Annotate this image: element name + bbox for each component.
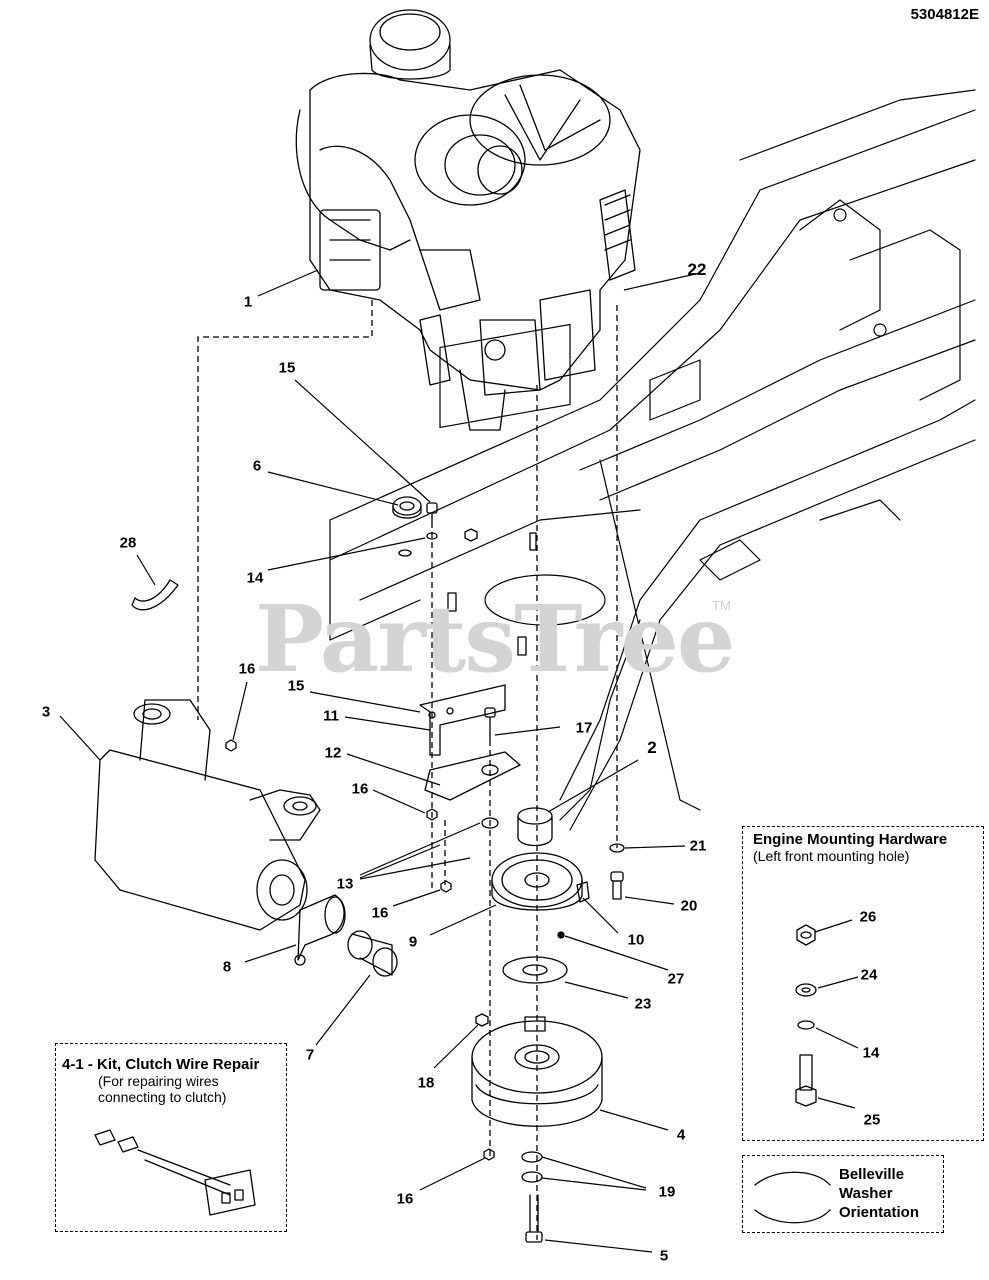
part-7-pipe <box>347 930 398 977</box>
callout-16-c[interactable]: 16 <box>371 904 389 922</box>
clutch-kit-line-1: (For repairing wires <box>98 1073 219 1089</box>
clutch-kit-line-2: connecting to clutch) <box>98 1089 227 1105</box>
belleville-washer-box: Belleville Washer Orientation <box>742 1155 944 1233</box>
part-8-clamp <box>294 894 346 966</box>
part-21-washer <box>609 843 625 853</box>
engine-hardware-subtitle: (Left front mounting hole) <box>753 848 910 864</box>
belleville-line-2: Washer <box>839 1185 893 1202</box>
part-16-nut-d <box>483 1148 495 1161</box>
callout-8[interactable]: 8 <box>222 958 232 976</box>
part-16-nut-b <box>426 808 438 821</box>
callout-12[interactable]: 12 <box>324 744 342 762</box>
clutch-wire-kit-drawing <box>94 1129 256 1216</box>
part-12-plate <box>424 751 521 801</box>
clutch-wire-repair-kit-box: 4-1 - Kit, Clutch Wire Repair (For repai… <box>55 1043 287 1232</box>
part-9-pulley <box>491 852 583 911</box>
callout-25[interactable]: 25 <box>863 1111 881 1129</box>
part-3-muffler <box>94 699 321 931</box>
stud-1 <box>447 592 457 612</box>
dashed-guide-lines <box>197 300 618 1240</box>
part-16-nut-c <box>440 880 452 893</box>
part-19-washer-b <box>521 1171 543 1183</box>
part-27-ball <box>557 931 565 939</box>
callout-22[interactable]: 22 <box>687 260 707 279</box>
belleville-line-1: Belleville <box>839 1166 905 1183</box>
frame-hole <box>398 549 412 557</box>
callout-17[interactable]: 17 <box>575 719 593 737</box>
watermark: PartsTree <box>255 585 735 693</box>
belleville-washer-bottom <box>754 1209 831 1224</box>
part-26-nut <box>796 924 816 946</box>
callout-13[interactable]: 13 <box>336 875 354 893</box>
diagram-code: 5304812E <box>910 6 979 23</box>
part-15-bolt-top <box>426 502 438 523</box>
part-20-pin <box>610 871 624 900</box>
callout-14-box[interactable]: 14 <box>862 1044 880 1062</box>
part-2-bushing <box>517 807 553 847</box>
stud-2 <box>517 636 527 656</box>
callout-16-a[interactable]: 16 <box>238 660 256 678</box>
belleville-washer-top <box>754 1171 831 1186</box>
callout-24[interactable]: 24 <box>860 966 878 984</box>
part-28-clip <box>131 579 179 611</box>
callout-19[interactable]: 19 <box>658 1183 676 1201</box>
part-18-nut <box>475 1013 489 1027</box>
clutch-kit-title: 4-1 - Kit, Clutch Wire Repair <box>62 1056 260 1073</box>
nut-top <box>464 528 478 542</box>
callout-11[interactable]: 11 <box>323 707 339 725</box>
part-6-grommet <box>392 496 422 519</box>
callout-16-d[interactable]: 16 <box>396 1190 414 1208</box>
callout-3[interactable]: 3 <box>41 703 51 721</box>
callout-14[interactable]: 14 <box>246 569 264 587</box>
callout-28[interactable]: 28 <box>119 534 137 552</box>
part-15-bracket <box>419 684 506 756</box>
engine-mounting-hardware-box: Engine Mounting Hardware (Left front mou… <box>742 826 984 1141</box>
part-13-washer-b <box>481 817 499 829</box>
part-10-key <box>576 881 590 903</box>
callout-10[interactable]: 10 <box>627 931 645 949</box>
leader-lines <box>59 269 859 1253</box>
callout-5[interactable]: 5 <box>659 1247 669 1265</box>
part-5-bolt <box>525 1194 543 1243</box>
callout-26[interactable]: 26 <box>859 908 877 926</box>
callout-7[interactable]: 7 <box>305 1046 315 1064</box>
part-14-washer-box <box>797 1020 815 1030</box>
callout-1[interactable]: 1 <box>243 293 253 311</box>
callout-4[interactable]: 4 <box>676 1126 686 1144</box>
callout-15-top[interactable]: 15 <box>278 359 296 377</box>
callout-9[interactable]: 9 <box>408 933 418 951</box>
callout-16-b[interactable]: 16 <box>351 780 369 798</box>
engine-hardware-title: Engine Mounting Hardware <box>753 831 948 848</box>
pin-top <box>529 532 537 551</box>
watermark-trademark: TM <box>712 598 731 613</box>
callout-20[interactable]: 20 <box>680 897 698 915</box>
part-16-nut-a <box>225 739 237 752</box>
callout-15-bracket[interactable]: 15 <box>287 677 305 695</box>
belleville-line-3: Orientation <box>839 1204 920 1221</box>
callout-18[interactable]: 18 <box>417 1074 435 1092</box>
callout-23[interactable]: 23 <box>634 995 652 1013</box>
callout-2[interactable]: 2 <box>647 738 657 757</box>
part-19-washer-a <box>521 1151 543 1163</box>
callout-6[interactable]: 6 <box>252 457 262 475</box>
mower-frame <box>329 89 976 831</box>
engine-assembly <box>295 9 641 431</box>
part-25-bolt <box>795 1054 817 1107</box>
part-23-spacer <box>502 956 568 984</box>
part-17-bolt <box>484 707 496 741</box>
callout-27[interactable]: 27 <box>667 970 685 988</box>
part-24-lockwasher <box>795 983 817 997</box>
callout-21[interactable]: 21 <box>689 837 707 855</box>
